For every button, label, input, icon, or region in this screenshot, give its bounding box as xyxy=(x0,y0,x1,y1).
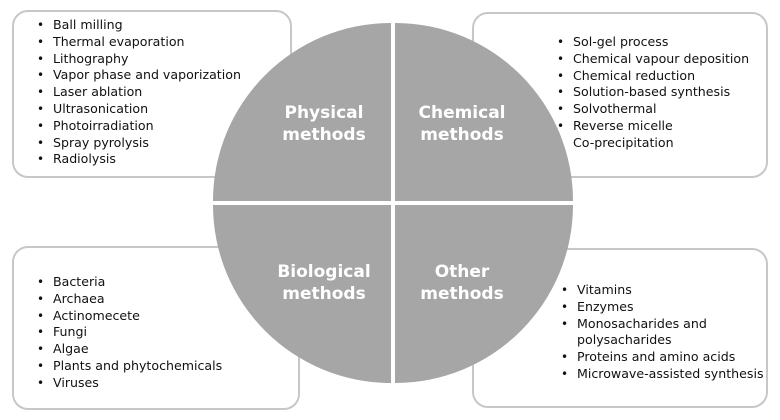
list-item: Enzymes xyxy=(560,299,756,316)
list-item: Viruses xyxy=(36,375,222,392)
list-item: Chemical vapour deposition xyxy=(556,51,749,68)
biological-methods-quadrant: Biological methods xyxy=(213,205,391,383)
list-item: Lithography xyxy=(36,51,241,68)
biological-title-line2: methods xyxy=(282,284,366,304)
list-item: Radiolysis xyxy=(36,151,241,168)
chemical-title-line1: Chemical xyxy=(418,103,506,123)
physical-methods-card: Ball milling Thermal evaporation Lithogr… xyxy=(12,10,292,178)
list-item: Algae xyxy=(36,341,222,358)
list-item: Actinomecete xyxy=(36,308,222,325)
biological-methods-list: Bacteria Archaea Actinomecete Fungi Alga… xyxy=(36,274,222,392)
list-item: Spray pyrolysis xyxy=(36,135,241,152)
other-methods-title: Other methods xyxy=(420,261,503,305)
other-methods-list: Vitamins Enzymes Monosacharides and poly… xyxy=(560,282,764,383)
list-item: Ball milling xyxy=(36,17,241,34)
biological-methods-title: Biological methods xyxy=(277,261,370,305)
list-item: Reverse micelle xyxy=(556,118,749,135)
list-item: Solvothermal xyxy=(556,101,749,118)
list-item: Microwave-assisted synthesis xyxy=(560,366,764,383)
list-item: Photoirradiation xyxy=(36,118,241,135)
list-item: Vapor phase and vaporization xyxy=(36,67,241,84)
list-item: Laser ablation xyxy=(36,84,241,101)
list-item: Monosacharides and polysacharides xyxy=(560,316,756,350)
physical-methods-list: Ball milling Thermal evaporation Lithogr… xyxy=(36,17,241,168)
physical-title-line2: methods xyxy=(282,125,366,145)
list-item: Co-precipitation xyxy=(556,135,749,152)
list-item: Ultrasonication xyxy=(36,101,241,118)
chemical-methods-title: Chemical methods xyxy=(418,102,505,146)
physical-title-line1: Physical xyxy=(284,103,364,123)
other-title-line2: methods xyxy=(420,284,504,304)
list-item: Sol-gel process xyxy=(556,34,749,51)
chemical-methods-list: Sol-gel process Chemical vapour depositi… xyxy=(556,34,749,152)
list-item: Plants and phytochemicals xyxy=(36,358,222,375)
list-item: Fungi xyxy=(36,324,222,341)
list-item: Vitamins xyxy=(560,282,756,299)
list-item: Bacteria xyxy=(36,274,222,291)
list-item: Proteins and amino acids xyxy=(560,349,756,366)
list-item: Solution-based synthesis xyxy=(556,84,749,101)
other-title-line1: Other xyxy=(434,262,490,282)
list-item: Archaea xyxy=(36,291,222,308)
list-item: Thermal evaporation xyxy=(36,34,241,51)
chemical-title-line2: methods xyxy=(420,125,504,145)
list-item: Chemical reduction xyxy=(556,68,749,85)
biological-title-line1: Biological xyxy=(277,262,371,282)
physical-methods-title: Physical methods xyxy=(282,102,365,146)
